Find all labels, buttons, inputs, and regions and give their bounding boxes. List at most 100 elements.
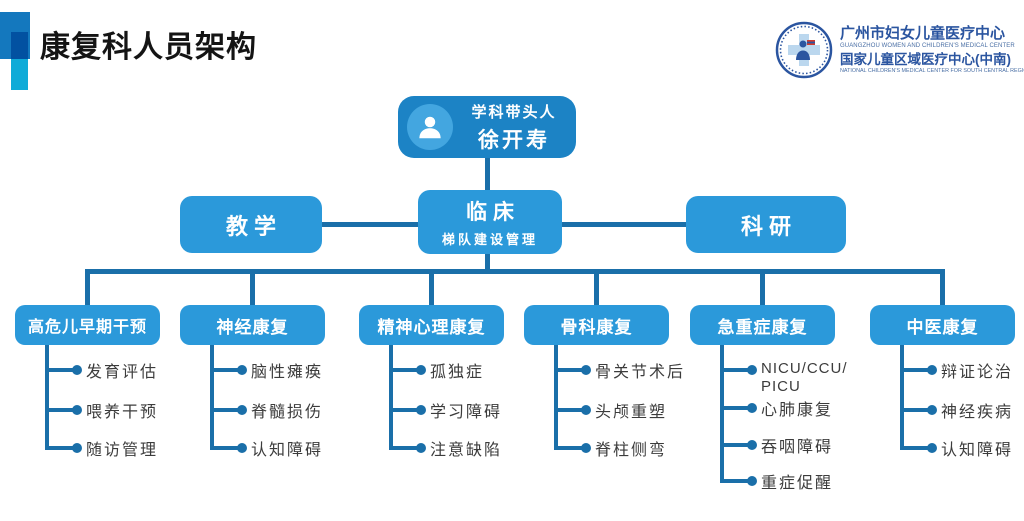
node-research-label: 科研 [740,213,797,239]
hospital-logo: 广州市妇女儿童医疗中心 GUANGZHOU WOMEN AND CHILDREN… [774,20,1024,80]
branch-column-5: 急重症康复 NICU/CCU/PICU 心肺康复 吞咽障碍 重症促醒 [690,305,847,515]
leaf-item: 学习障碍 [389,400,503,421]
branch-line [720,406,748,410]
hospital-logo-text: 广州市妇女儿童医疗中心 GUANGZHOU WOMEN AND CHILDREN… [840,25,1024,75]
leaf-label: NICU/CCU/PICU [761,360,848,395]
branch-line [554,408,582,412]
branch-vline-4 [554,345,558,450]
bullet-icon [416,443,426,453]
node-research: 科研 [686,196,846,253]
leaf-item: 孤独症 [389,360,485,381]
branch-line [389,446,417,450]
branch-column-1: 高危儿早期干预 发育评估 喂养干预 随访管理 [15,305,160,515]
connector-distributor-bus [85,269,945,274]
branch-line [45,368,73,372]
connector-drop-branch-5 [760,271,765,305]
node-teaching-label: 教学 [225,213,282,239]
leaf-item: NICU/CCU/PICU [720,360,848,396]
bullet-icon [927,405,937,415]
leaf-label: 认知障碍 [251,442,324,459]
leaf-label: 随访管理 [86,442,159,459]
center-name-en: NATIONAL CHILDREN'S MEDICAL CENTER FOR S… [840,68,1024,74]
page-title: 康复科人员架构 [40,31,257,64]
bullet-icon [237,443,247,453]
branch-line [210,408,238,412]
branch-column-6: 中医康复 辩证论治 神经疾病 认知障碍 [870,305,1015,515]
bullet-icon [927,365,937,375]
leaf-item: 吞咽障碍 [720,435,833,456]
branch-line [720,368,748,372]
node-clinical-sublabel: 梯队建设管理 [441,232,538,247]
branch-line [900,446,928,450]
branch-line [720,479,748,483]
bullet-icon [72,365,82,375]
branch-line [210,446,238,450]
branch-line [900,408,928,412]
leaf-label: 脑性瘫痪 [251,364,324,381]
connector-drop-branch-6 [940,271,945,305]
leaf-label: 重症促醒 [761,475,834,492]
leaf-item: 认知障碍 [900,438,1014,459]
leaf-label: 认知障碍 [941,442,1014,459]
leaf-label: 注意缺陷 [430,442,503,459]
leaf-item: 脑性瘫痪 [210,360,324,381]
branch-line [389,368,417,372]
leaf-item: 脊髓损伤 [210,400,324,421]
hospital-name-cn: 广州市妇女儿童医疗中心 [840,25,1006,42]
leaf-item: 随访管理 [45,438,159,459]
leaf-label: 脊髓损伤 [251,404,324,421]
bullet-icon [237,365,247,375]
bullet-icon [581,405,591,415]
branch-line [45,408,73,412]
leaf-item: 发育评估 [45,360,158,381]
leaf-item: 神经疾病 [900,400,1014,421]
bullet-icon [747,440,757,450]
root-node-text: 学科带头人 徐开寿 [460,101,568,154]
bullet-icon [416,365,426,375]
leaf-item: 骨关节术后 [554,360,686,381]
leaf-item: 重症促醒 [720,471,834,492]
bullet-icon [747,403,757,413]
connector-drop-branch-4 [594,271,599,305]
leaf-label: 孤独症 [430,364,485,381]
node-clinical: 临床 梯队建设管理 [418,190,562,254]
branch-header-2: 神经康复 [180,305,325,345]
hospital-name-en: GUANGZHOU WOMEN AND CHILDREN'S MEDICAL C… [840,43,1015,49]
branch-column-3: 精神心理康复 孤独症 学习障碍 注意缺陷 [359,305,504,515]
node-teaching: 教学 [180,196,322,253]
bullet-icon [581,365,591,375]
leaf-label: 神经疾病 [941,404,1014,421]
branch-column-2: 神经康复 脑性瘫痪 脊髓损伤 认知障碍 [180,305,325,515]
bullet-icon [747,365,757,375]
leaf-label: 头颅重塑 [595,404,668,421]
branch-line [389,408,417,412]
branch-line [720,443,748,447]
branch-vline-3 [389,345,393,450]
connector-teaching-to-clinical [320,222,419,227]
root-person-name: 徐开寿 [478,128,550,152]
leaf-label: 辩证论治 [941,364,1014,381]
leaf-label: 骨关节术后 [595,364,686,381]
branch-vline-5 [720,345,724,483]
leaf-label: 学习障碍 [430,404,503,421]
branch-header-6: 中医康复 [870,305,1015,345]
branch-line [900,368,928,372]
bullet-icon [72,443,82,453]
connector-clinical-to-research [561,222,687,227]
branch-vline-2 [210,345,214,450]
branch-header-4: 骨科康复 [524,305,669,345]
branch-header-3: 精神心理康复 [359,305,504,345]
bullet-icon [581,443,591,453]
leaf-item: 头颅重塑 [554,400,668,421]
branch-header-1: 高危儿早期干预 [15,305,160,345]
bullet-icon [237,405,247,415]
leaf-label: 喂养干预 [86,404,159,421]
leaf-label: 脊柱侧弯 [595,442,668,459]
root-role-label: 学科带头人 [471,103,557,121]
center-name-cn: 国家儿童区域医疗中心(中南) [840,52,1011,67]
node-clinical-label: 临床 [466,201,520,224]
bullet-icon [927,443,937,453]
connector-clinical-to-bus [485,253,490,271]
bullet-icon [72,405,82,415]
